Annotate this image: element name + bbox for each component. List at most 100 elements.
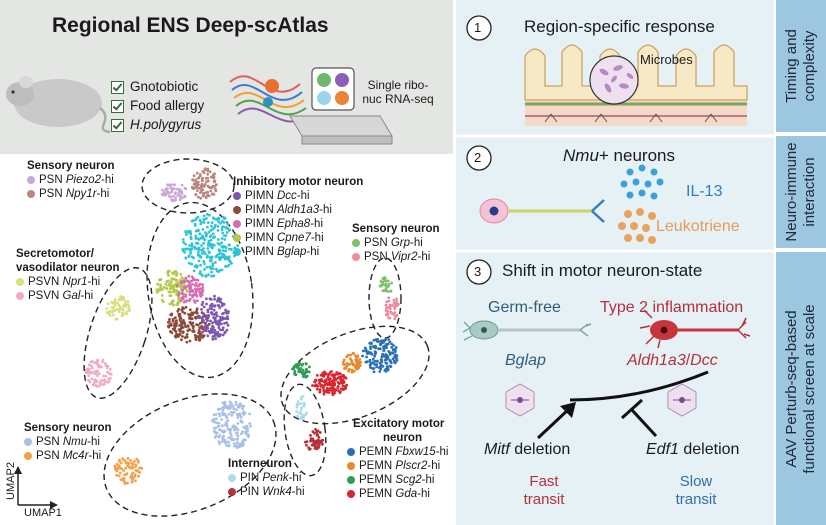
condition-food-allergy: Food allergy bbox=[130, 98, 205, 113]
legend-item: PEMN Plscr2-hi bbox=[347, 459, 448, 473]
umap-point bbox=[395, 354, 399, 358]
umap-point bbox=[248, 412, 252, 416]
umap-point bbox=[232, 442, 236, 445]
umap-point bbox=[245, 424, 249, 428]
umap-point bbox=[239, 415, 243, 418]
umap-point bbox=[221, 326, 225, 330]
umap-point bbox=[184, 305, 188, 309]
umap-point bbox=[220, 301, 224, 305]
umap-point bbox=[355, 358, 359, 362]
umap-point bbox=[114, 467, 117, 471]
umap-point bbox=[185, 340, 189, 344]
umap-point bbox=[341, 361, 345, 364]
umap-point bbox=[202, 214, 206, 218]
umap-point bbox=[388, 353, 392, 356]
legend-item: PIMN Dcc-hi bbox=[233, 189, 363, 203]
atlas-title: Regional ENS Deep-scAtlas bbox=[52, 14, 329, 37]
umap-point bbox=[105, 307, 109, 310]
umap-point bbox=[395, 313, 399, 317]
umap-point bbox=[119, 306, 122, 309]
umap-point bbox=[191, 293, 194, 297]
umap-point bbox=[229, 406, 233, 409]
particle bbox=[624, 210, 632, 218]
umap-point bbox=[205, 255, 209, 259]
umap-point bbox=[196, 242, 200, 245]
umap-point bbox=[192, 182, 196, 186]
umap-point bbox=[207, 185, 211, 189]
umap-point bbox=[120, 314, 124, 318]
particle bbox=[630, 222, 638, 230]
legend-sensory-top: Sensory neuron PSN Piezo2-hi PSN Npy1r-h… bbox=[27, 160, 115, 200]
umap-point bbox=[178, 328, 182, 332]
umap-point bbox=[303, 403, 306, 407]
umap-point bbox=[193, 333, 197, 337]
umap-point bbox=[383, 279, 387, 283]
umap-point bbox=[178, 333, 182, 336]
umap-point bbox=[236, 416, 240, 419]
legend-sensory-right: Sensory neuron PSN Grp-hi PSN Vipr2-hi bbox=[352, 223, 440, 263]
umap-point bbox=[190, 245, 194, 248]
umap-point bbox=[315, 430, 319, 433]
nmu-neuron-illustration bbox=[479, 198, 605, 224]
germ-free-label: Germ-free bbox=[488, 299, 561, 316]
particle bbox=[650, 192, 658, 200]
umap-point bbox=[220, 225, 224, 229]
umap-point bbox=[206, 247, 210, 250]
umap-point bbox=[315, 374, 319, 377]
umap-point bbox=[129, 476, 132, 479]
umap-point bbox=[169, 183, 173, 187]
umap-point bbox=[197, 251, 200, 254]
umap-point bbox=[236, 434, 240, 438]
umap-point bbox=[166, 183, 169, 187]
umap-point bbox=[131, 471, 135, 475]
umap-point bbox=[383, 358, 387, 362]
umap-point bbox=[386, 368, 390, 372]
umap-point bbox=[210, 330, 214, 334]
umap-point bbox=[209, 238, 213, 242]
umap-point bbox=[373, 359, 377, 363]
umap-point bbox=[224, 308, 228, 312]
umap-point bbox=[123, 482, 127, 485]
umap-point bbox=[133, 474, 137, 478]
umap-point bbox=[230, 262, 233, 265]
umap-point bbox=[194, 311, 198, 314]
edf1-deletion-label: Edf1 deletion bbox=[646, 441, 740, 458]
umap-point bbox=[361, 354, 364, 358]
umap-point bbox=[348, 367, 351, 371]
umap-point bbox=[139, 466, 143, 470]
umap-point bbox=[127, 465, 131, 469]
umap-point bbox=[207, 230, 211, 234]
umap-point bbox=[201, 283, 205, 286]
umap-point bbox=[202, 221, 206, 224]
umap-point bbox=[120, 295, 124, 299]
umap-point bbox=[211, 312, 214, 316]
umap-point bbox=[304, 375, 308, 379]
checkbox-gnotobiotic bbox=[111, 81, 124, 94]
umap-point bbox=[177, 307, 181, 311]
umap-point bbox=[220, 228, 224, 232]
leukotriene-particles bbox=[618, 208, 656, 244]
color-dot bbox=[233, 191, 241, 200]
umap-point bbox=[98, 384, 101, 388]
umap-point bbox=[211, 337, 215, 341]
umap-point bbox=[209, 304, 212, 308]
umap-point bbox=[175, 278, 179, 282]
umap-point bbox=[386, 284, 389, 288]
umap-point bbox=[221, 401, 225, 405]
umap-point bbox=[135, 469, 139, 473]
umap-point bbox=[212, 176, 216, 180]
umap-point bbox=[213, 184, 217, 188]
umap-point bbox=[385, 313, 389, 317]
umap-point bbox=[225, 443, 229, 447]
umap-point bbox=[321, 438, 324, 442]
umap-point bbox=[164, 192, 168, 196]
umap-point bbox=[194, 316, 197, 319]
umap-point bbox=[204, 321, 207, 325]
umap-point bbox=[178, 324, 182, 327]
color-dot bbox=[27, 189, 35, 198]
umap-point bbox=[321, 386, 325, 390]
umap-point bbox=[206, 176, 210, 180]
umap-point bbox=[222, 234, 226, 237]
umap-point bbox=[220, 237, 224, 240]
